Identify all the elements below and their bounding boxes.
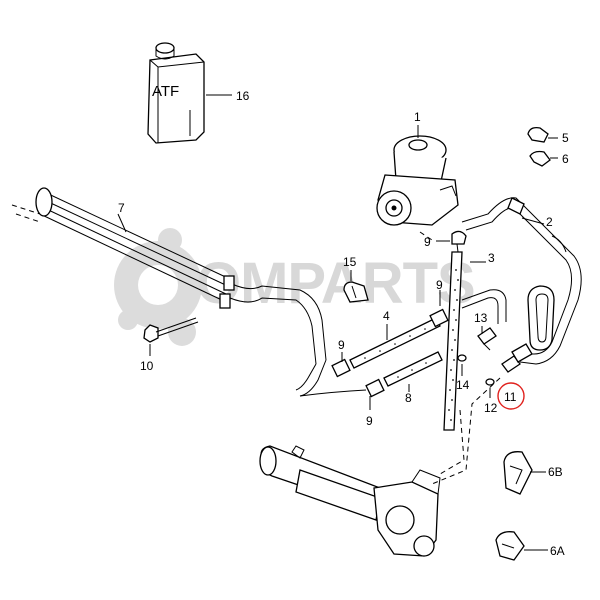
callout-10: 10 <box>140 359 154 373</box>
hose-4 <box>331 308 449 378</box>
pump-connector-dashed <box>419 231 433 241</box>
watermark-text: OMPARTS <box>196 251 475 316</box>
bracket-6a <box>495 531 525 561</box>
clip-15 <box>343 281 369 303</box>
watermark-logo: OMPARTS <box>114 228 476 346</box>
callout-15: 15 <box>343 255 357 269</box>
callout-16: 16 <box>236 89 250 103</box>
clamp-9-top <box>451 230 467 245</box>
clip-6 <box>529 150 551 167</box>
atf-container: ATF <box>147 42 205 144</box>
cooling-lines <box>11 187 327 397</box>
callout-5: 5 <box>562 131 569 145</box>
power-steering-pump <box>376 135 459 226</box>
fitting-11 <box>501 343 533 373</box>
callout-11: 11 <box>504 390 517 404</box>
callout-11-highlight-ring <box>497 382 525 410</box>
washer-14 <box>457 354 467 362</box>
pressure-hose <box>461 197 582 365</box>
callout-9-top: 9 <box>424 235 431 249</box>
clip-5 <box>527 126 549 143</box>
callout-3: 3 <box>488 251 495 265</box>
callout-9-bottom: 9 <box>366 414 373 428</box>
return-hose <box>443 235 507 431</box>
hose-8 <box>299 351 443 398</box>
callout-12: 12 <box>484 401 498 415</box>
callout-9-right: 9 <box>436 278 443 292</box>
callout-2: 2 <box>546 215 553 229</box>
pressure-line-dashed <box>431 377 501 485</box>
callout-14: 14 <box>456 378 470 392</box>
callout-6: 6 <box>562 152 569 166</box>
steering-gear <box>259 445 441 557</box>
bracket-6b <box>503 451 533 495</box>
callout-6b: 6B <box>548 465 563 479</box>
callout-7: 7 <box>118 201 125 215</box>
callout-9-left: 9 <box>338 338 345 352</box>
washer-12 <box>485 378 495 386</box>
callout-4: 4 <box>383 309 390 323</box>
callout-6a: 6A <box>550 544 565 558</box>
atf-label: ATF <box>152 83 179 100</box>
callout-13: 13 <box>474 311 488 325</box>
callout-1: 1 <box>414 110 421 124</box>
fitting-13 <box>477 327 497 351</box>
callout-8: 8 <box>405 391 412 405</box>
bolt-10 <box>143 317 199 343</box>
